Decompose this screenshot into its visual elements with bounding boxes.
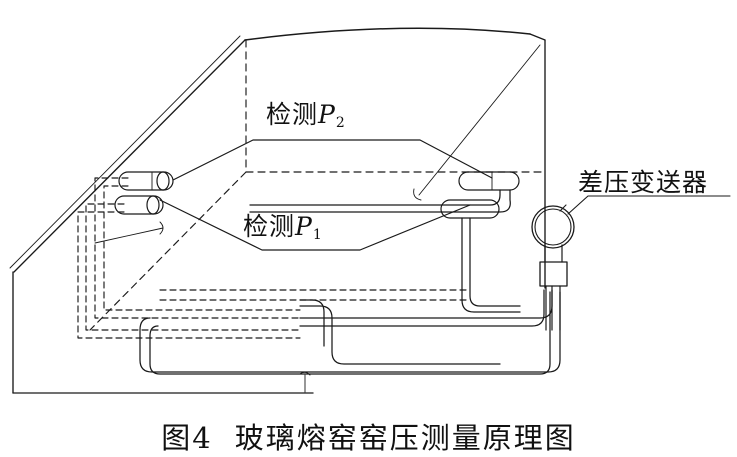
transmitter-label-leader [567, 195, 731, 215]
furnace-left-slant-upper [13, 39, 246, 273]
label-p2-symbol: P [318, 100, 336, 129]
hidden-construction-lines [89, 39, 546, 331]
figure-caption: 图4 玻璃熔窑窑压测量原理图 [0, 415, 737, 457]
label-p2-prefix: 检测 [266, 100, 319, 129]
bottom-break-mark [299, 371, 311, 393]
crown-right-join [529, 33, 546, 41]
label-p2-subscript: 2 [335, 115, 346, 131]
transmitter-dial-outer [531, 205, 575, 249]
caption-number: 图4 [161, 421, 213, 455]
p2-leader-line [172, 139, 493, 181]
probe-lower [114, 195, 164, 215]
label-p1-subscript: 1 [312, 227, 323, 243]
p1-leader-line [159, 199, 471, 251]
furnace-left-slant-thin [9, 35, 241, 269]
probe-right-lower [440, 199, 500, 219]
left-slant-break-mark [94, 221, 164, 244]
probe-right-upper [458, 171, 520, 191]
label-p1-symbol: P [295, 212, 313, 241]
impulse-pipe-visible [139, 189, 561, 375]
right-wall-break-mark [413, 44, 541, 201]
label-p1-prefix: 检测 [243, 212, 296, 241]
transmitter-pointer [559, 204, 567, 212]
impulse-pipe-hidden [77, 177, 471, 339]
transmitter-dial-inner [534, 208, 572, 246]
caption-title: 玻璃熔窑窑压测量原理图 [234, 421, 576, 455]
label-detect-p1: 检测P1 [243, 207, 323, 243]
transmitter-neck [544, 244, 563, 263]
hidden-rear-recede [89, 171, 247, 331]
probe-upper [118, 171, 174, 191]
furnace-outline [9, 27, 546, 394]
label-transmitter: 差压变送器 [578, 168, 709, 197]
label-detect-p2: 检测P2 [266, 95, 346, 131]
transmitter-body-block [539, 261, 568, 287]
transmitter-assembly [531, 204, 575, 331]
crown-top-curve [244, 27, 531, 41]
